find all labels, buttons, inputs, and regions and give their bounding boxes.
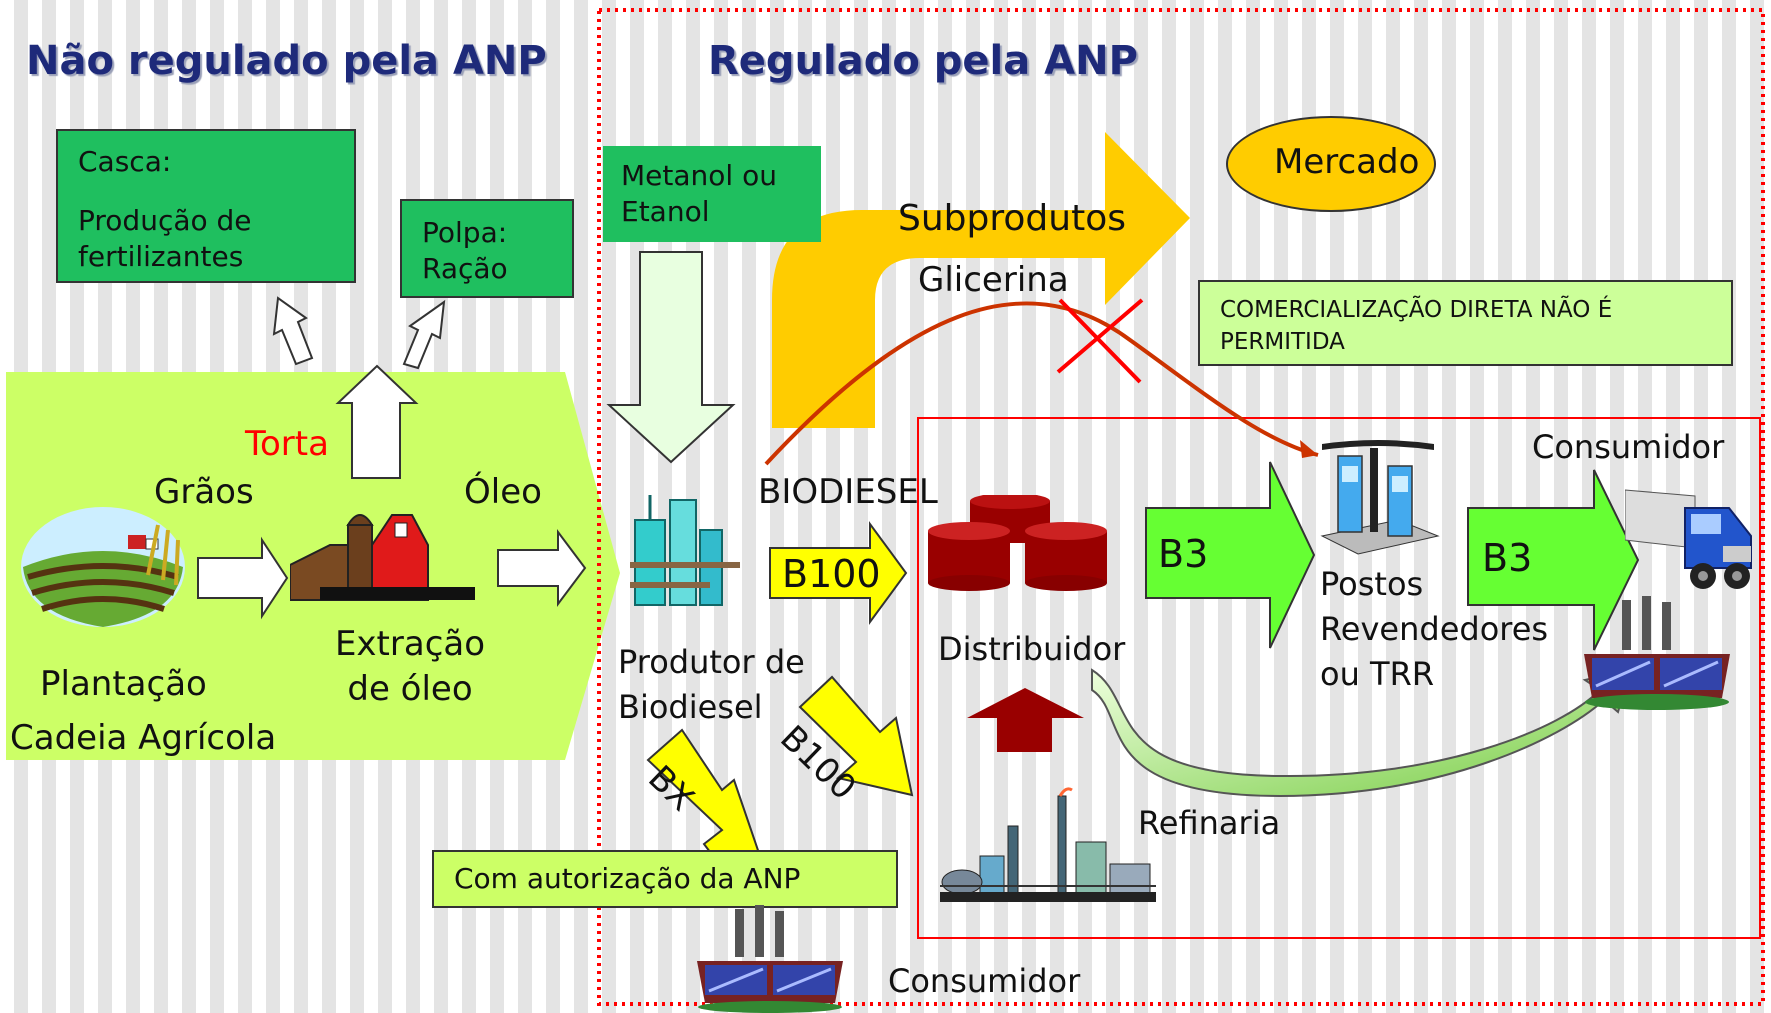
comercializacao-box: COMERCIALIZAÇÃO DIRETA NÃO É PERMITIDA xyxy=(1198,280,1733,366)
b100-arrow xyxy=(769,520,908,626)
heading-not-regulated: Não regulado pela ANP xyxy=(26,38,547,84)
plantacao-label: Plantação xyxy=(40,664,207,704)
glicerina-label: Glicerina xyxy=(918,260,1069,300)
distribuidor-label: Distribuidor xyxy=(938,630,1126,668)
factory-icon xyxy=(1584,596,1730,710)
metanol-arrow xyxy=(606,251,736,464)
extracao-label: Extração de óleo xyxy=(334,624,486,709)
subprodutos-label: Subprodutos xyxy=(898,198,1126,239)
b3-arrow-1 xyxy=(1145,461,1316,649)
polpa-text: Polpa: Ração xyxy=(422,216,508,285)
biodiesel-label: BIODIESEL xyxy=(758,472,938,512)
farm-field-icon xyxy=(21,507,185,627)
casca-box: Casca: Produção de fertilizantes xyxy=(56,129,356,283)
metanol-text: Metanol ou Etanol xyxy=(621,159,777,228)
casca-text: Produção de fertilizantes xyxy=(78,204,252,273)
barn-icon xyxy=(290,514,475,601)
arrow-oleo xyxy=(497,529,587,607)
heading-regulated: Regulado pela ANP xyxy=(708,38,1138,84)
comercializacao-text: COMERCIALIZAÇÃO DIRETA NÃO É PERMITIDA xyxy=(1220,297,1613,355)
refinery-icon xyxy=(940,787,1156,902)
factory-icon-bottom xyxy=(697,905,843,1013)
cadeia-agricola-label: Cadeia Agrícola xyxy=(10,718,277,758)
truck-icon xyxy=(1625,489,1752,589)
biodiesel-plant-icon xyxy=(630,495,740,606)
consumidor-bottom-label: Consumidor xyxy=(888,962,1081,1000)
b100-label: B100 xyxy=(782,552,881,596)
storage-tanks-icon xyxy=(928,495,1107,591)
b100-diagonal-arrow xyxy=(798,675,914,797)
subprodutos-arrow xyxy=(772,132,1190,428)
oleo-label: Óleo xyxy=(464,472,542,512)
glicerina-arrowhead xyxy=(1300,440,1318,458)
distribution-area xyxy=(917,417,1761,939)
arrow-casca xyxy=(272,296,314,366)
polpa-box: Polpa: Ração xyxy=(400,199,574,298)
fuel-pump-icon xyxy=(1320,440,1440,555)
glicerina-line xyxy=(764,301,1319,466)
b3-arrow-2 xyxy=(1467,469,1640,651)
casca-title: Casca: xyxy=(78,145,172,178)
arrow-polpa xyxy=(402,299,446,370)
autorizacao-text: Com autorização da ANP xyxy=(454,862,801,895)
mercado-ellipse: Mercado xyxy=(1226,116,1436,212)
consumidor-top-label: Consumidor xyxy=(1532,428,1725,466)
b3-label-1: B3 xyxy=(1158,532,1209,576)
forbidden-x-line-1 xyxy=(1058,298,1142,384)
torta-label: Torta xyxy=(245,424,329,464)
produtor-label: Produtor de Biodiesel xyxy=(618,643,805,726)
autorizacao-box: Com autorização da ANP xyxy=(432,850,898,908)
green-curve-arrow xyxy=(1091,668,1632,798)
mercado-label: Mercado xyxy=(1274,142,1420,182)
forbidden-x-line-2 xyxy=(1056,298,1144,374)
graos-label: Grãos xyxy=(154,472,254,512)
refinaria-arrow xyxy=(967,688,1084,752)
metanol-box: Metanol ou Etanol xyxy=(603,146,821,242)
regulated-boundary xyxy=(597,8,1765,1006)
arrow-graos xyxy=(197,536,289,620)
b3-label-2: B3 xyxy=(1482,536,1533,580)
postos-label: Postos Revendedores ou TRR xyxy=(1320,565,1549,693)
refinaria-label: Refinaria xyxy=(1138,804,1281,842)
arrow-torta xyxy=(335,364,419,479)
